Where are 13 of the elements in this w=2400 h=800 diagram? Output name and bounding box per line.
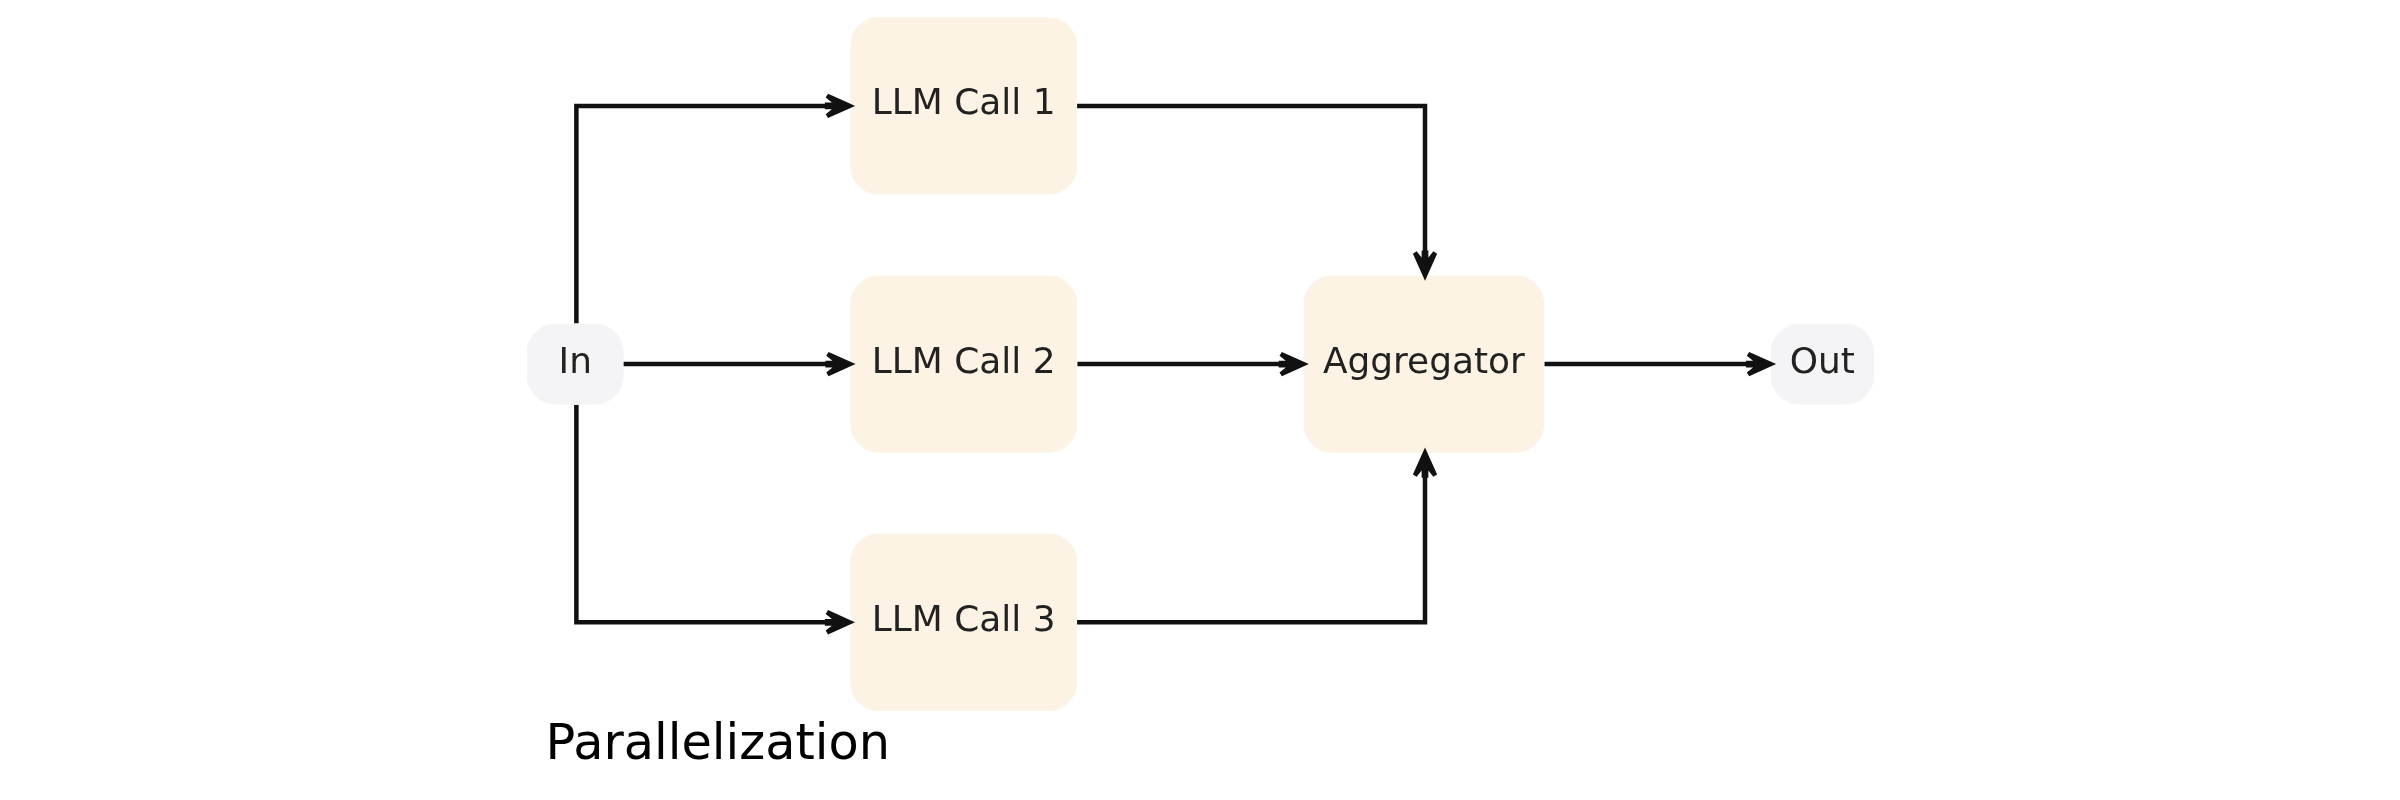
diagram-title: Parallelization bbox=[545, 713, 890, 772]
arrow bbox=[1076, 351, 1306, 377]
arrow bbox=[573, 93, 852, 324]
arrow bbox=[1544, 351, 1773, 377]
arrow bbox=[573, 405, 852, 635]
arrow bbox=[1076, 103, 1437, 278]
arrow bbox=[1076, 450, 1437, 625]
node-box: In bbox=[526, 323, 623, 405]
node-box: Aggregator bbox=[1303, 275, 1544, 453]
node-box: LLM Call 3 bbox=[849, 533, 1077, 711]
node-box: LLM Call 2 bbox=[849, 275, 1077, 453]
node-box: LLM Call 1 bbox=[849, 17, 1077, 195]
node-box: Out bbox=[1770, 323, 1874, 405]
